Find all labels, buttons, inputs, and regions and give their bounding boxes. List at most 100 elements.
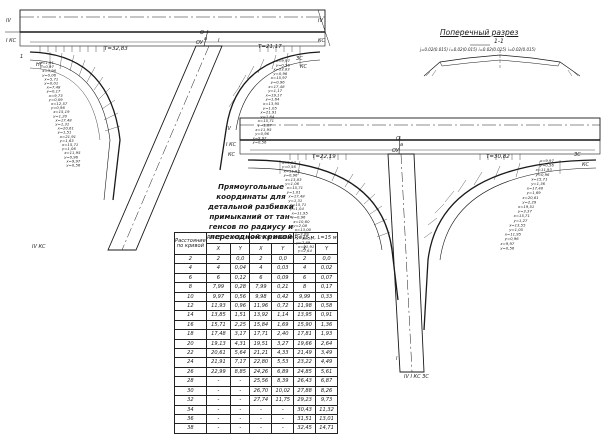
offset-label: x=1,91: [39, 60, 54, 65]
distance-cell: 8: [174, 282, 207, 293]
coord-cell: 3,17: [230, 329, 251, 340]
coord-cell: 9,97: [205, 291, 232, 303]
offset-label: x=9,97: [252, 135, 267, 140]
coord-cell: 22,99: [205, 366, 232, 378]
coord-cell: 22,80: [249, 357, 273, 368]
coord-cell: 0,17: [315, 282, 338, 293]
col-distance-header: Расстояние по кривой: [174, 232, 207, 255]
coord-cell: 21,21: [249, 348, 273, 359]
coord-cell: -: [249, 404, 273, 415]
upper-tangent-left: T=32,83: [104, 46, 128, 52]
offset-label: y=0,96: [272, 71, 287, 76]
coord-cell: -: [205, 423, 232, 434]
coord-cell: 19,51: [249, 338, 273, 350]
coord-cell: 6: [249, 272, 273, 284]
offset-label: y=1,05: [262, 105, 277, 110]
coord-cell: 1,51: [230, 310, 251, 321]
offset-label: x=13,83: [272, 67, 290, 72]
upper-offsets-right: x=9,97y=0,56x=13,83y=0,96x=15,97y=0,96x=…: [252, 58, 291, 145]
offset-label: x=21,91: [259, 110, 276, 115]
svg-text:1: 1: [20, 54, 23, 60]
offset-label: y=1,64: [265, 97, 280, 102]
coord-cell: -: [249, 423, 273, 434]
coord-cell: 0,56: [230, 291, 251, 303]
offset-label: x=15,71: [513, 213, 530, 218]
coord-cell: 2: [293, 253, 317, 265]
offset-label: x=9,97: [275, 58, 290, 63]
coord-cell: 9,73: [315, 395, 338, 406]
distance-cell: 4: [174, 263, 207, 274]
offset-label: x=15,19: [52, 109, 70, 114]
offset-label: y=0,96: [270, 80, 285, 85]
distance-cell: 6: [174, 272, 207, 284]
coord-cell: 5,61: [315, 366, 338, 378]
offset-label: x=15,71: [530, 176, 547, 181]
svg-text:IV КС: IV КС: [32, 244, 46, 250]
coord-cell: 0,04: [230, 263, 251, 274]
offset-label: y=3,37: [517, 209, 532, 214]
offset-label: y=1,36: [530, 181, 545, 186]
svg-text:I КС: I КС: [6, 38, 17, 44]
coord-cell: -: [271, 404, 295, 415]
offset-label: x=9,97: [499, 241, 514, 246]
slope-1: j=0.02(0.015): [420, 47, 448, 52]
coord-cell: 3,27: [271, 338, 295, 350]
coord-cell: 1,69: [271, 319, 295, 331]
distance-cell: 18: [174, 329, 207, 340]
svg-text:а: а: [400, 142, 403, 148]
coord-cell: 25,56: [249, 376, 273, 387]
offset-label: y=1,27: [513, 218, 528, 223]
offset-label: x=10,60: [292, 219, 310, 224]
coord-cell: 11,98: [293, 301, 317, 312]
group-header: R=20 м, L=20 м: [249, 232, 295, 244]
sub-header: X: [293, 243, 317, 255]
svg-text:КС: КС: [228, 152, 236, 158]
coord-cell: 4: [205, 263, 232, 274]
coord-cell: -: [205, 395, 232, 406]
lower-tangent-left: T=22,19: [312, 154, 336, 160]
offset-label: y=2,29: [521, 199, 536, 204]
coord-cell: 17,48: [205, 329, 232, 340]
coord-cell: 6,87: [315, 376, 338, 387]
coord-cell: 0,33: [315, 291, 338, 303]
sub-header: Y: [271, 243, 295, 255]
coord-cell: 23,22: [293, 357, 317, 368]
slope-3: i=0.02(0.015): [478, 47, 507, 52]
sub-header: X: [205, 243, 232, 255]
offset-label: x=15,71: [61, 142, 78, 147]
group-header: R=15 м, L=15 м: [293, 232, 338, 244]
offset-label: y=1,69: [526, 190, 541, 195]
coord-cell: 19,66: [293, 338, 317, 350]
offset-label: x=15,71: [286, 185, 303, 190]
coord-cell: 0,21: [271, 282, 295, 293]
coord-cell: 0,91: [315, 310, 338, 321]
coord-cell: 24,26: [249, 366, 273, 378]
table-title-line: Прямоугольные: [217, 182, 285, 191]
cross-section-slopes: j=0.02(0.015) i=0.02(0.015) i=0.02(0.015…: [420, 47, 536, 52]
offset-label: y=0,56: [65, 163, 80, 168]
coord-cell: 1,36: [315, 319, 338, 331]
offset-label: x=21,91: [59, 134, 76, 139]
svg-text:ЗС: ЗС: [574, 152, 581, 158]
coord-cell: 0,0: [315, 253, 338, 265]
svg-text:КС: КС: [582, 162, 590, 168]
coord-cell: 26,70: [249, 385, 273, 397]
distance-cell: 26: [174, 366, 207, 378]
coord-cell: -: [205, 404, 232, 415]
svg-text:IV: IV: [318, 18, 323, 24]
coord-cell: 8,26: [315, 385, 338, 397]
offset-label: x=5,71: [43, 76, 58, 81]
offset-label: y=0,01: [43, 81, 58, 86]
cross-section-title: Поперечный разрез: [440, 28, 519, 37]
svg-text:I: I: [396, 356, 398, 362]
coord-cell: 4,31: [230, 338, 251, 350]
coord-cell: 14,71: [315, 423, 338, 434]
offset-label: x=17,48: [54, 117, 72, 122]
coord-cell: 30,43: [293, 404, 317, 415]
